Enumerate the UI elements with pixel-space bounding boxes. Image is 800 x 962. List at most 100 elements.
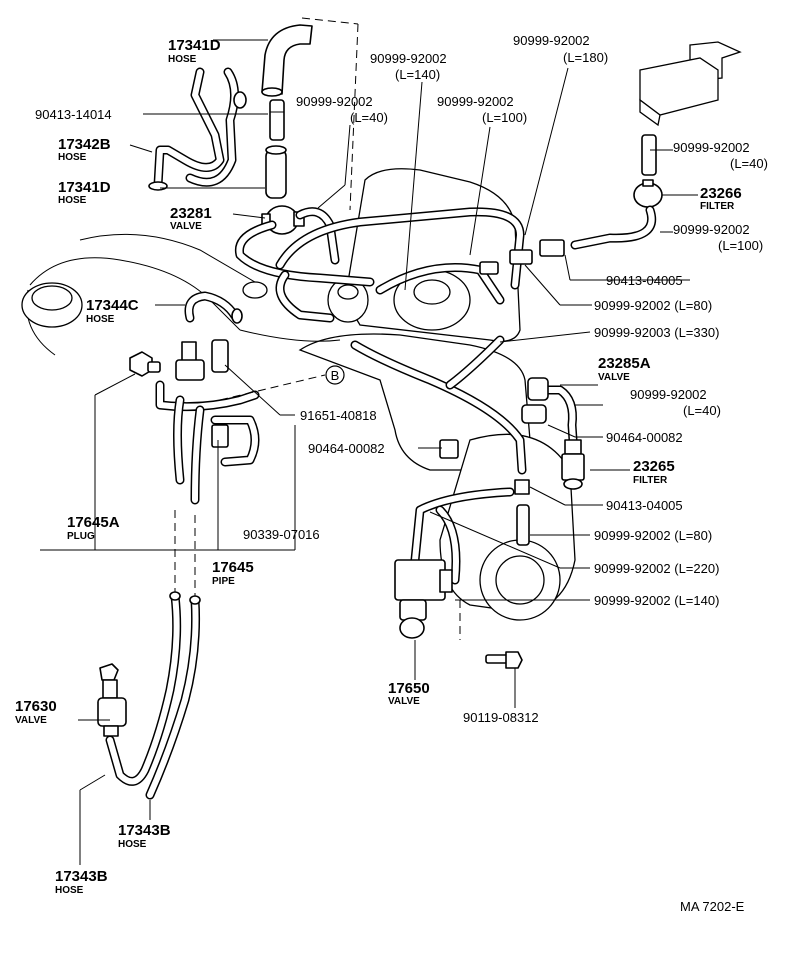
label-23266: 23266 FILTER [700,185,742,212]
label-23281: 23281 VALVE [170,205,212,232]
label-17343B-a: 17343B HOSE [118,822,171,850]
label-91651-40818: 91651-40818 [300,408,377,423]
label-90119-08312: 90119-08312 [463,710,539,725]
part-spec: (L=40) [350,110,388,125]
part-number: 17645 [212,559,254,576]
tee-90413-04005-lower [514,479,530,546]
part-name: HOSE [55,885,84,896]
part-number: 17341D [168,37,221,54]
part-name: VALVE [170,221,202,232]
part-number: 23281 [170,205,212,222]
part-spec: (L=180) [563,50,608,65]
fitting-90413-14014 [269,99,285,141]
part-number: 17645A [67,514,120,531]
label-17630: 17630 VALVE [15,698,57,726]
clamp-90464-00082-left [439,439,459,459]
filter-23266 [633,134,663,208]
valve-17630 [97,663,127,737]
part-spec: (L=40) [683,403,721,418]
part-number: 17343B [118,822,171,839]
engine-outline [21,168,576,621]
label-17342B: 17342B HOSE [58,136,111,163]
hose-17342B [148,67,247,191]
part-number: 90999-92002 [630,387,707,402]
label-23285A: 23285A VALVE [598,355,651,383]
leader-lines [40,39,698,865]
part-number: 23285A [598,355,651,372]
part-name: HOSE [58,152,87,163]
part-name: VALVE [15,715,47,726]
label-17341D-mid: 17341D HOSE [58,179,111,206]
label-90999-92002-L100-top: 90999-92002 (L=100) [437,94,527,125]
label-90339-07016: 90339-07016 [243,527,320,542]
label-90413-04005-lower: 90413-04005 [606,498,683,513]
label-17650: 17650 VALVE [388,680,430,707]
part-name: PIPE [212,576,235,587]
part-spec: (L=140) [395,67,440,82]
part-name: HOSE [86,314,115,325]
bolt-90119-08312 [485,651,523,669]
label-17341D-top: 17341D HOSE [168,37,221,65]
reference-code: MA 7202-E [680,899,745,914]
part-spec: (L=40) [730,156,768,171]
part-number: 90999-92002 [513,33,590,48]
part-name: FILTER [700,201,735,212]
part-number: 23266 [700,185,742,202]
label-90999-92002-L40-top: 90999-92002 (L=40) [296,94,388,125]
label-90999-92002-L140-top: 90999-92002 (L=140) [370,51,447,82]
label-90413-14014: 90413-14014 [35,107,112,122]
circle-marker-b: B [325,365,345,385]
circle-marker-label: B [331,368,340,383]
part-name: VALVE [598,372,630,383]
bracket [639,41,742,127]
part-number: 17343B [55,868,108,885]
label-23265: 23265 FILTER [633,458,675,486]
filter-23265 [561,439,585,490]
part-name: HOSE [118,839,147,850]
part-number: 17344C [86,297,139,314]
part-name: FILTER [633,475,668,486]
valve-17650 [394,559,453,639]
label-90999-92002-L220: 90999-92002 (L=220) [594,561,719,576]
hose-17343B [105,591,201,800]
label-90999-92002-L40-right: 90999-92002 (L=40) [673,140,768,171]
label-17645: 17645 PIPE [212,559,254,587]
part-number: 17341D [58,179,111,196]
plug-17645A [129,351,161,377]
pipe-assembly-17645 [155,339,260,505]
part-number: 90999-92002 [370,51,447,66]
part-number: 90999-92002 [673,140,750,155]
part-number: 90999-92002 [296,94,373,109]
label-17344C: 17344C HOSE [86,297,139,325]
label-90464-00082-left: 90464-00082 [308,441,385,456]
label-90999-92003-L330: 90999-92003 (L=330) [594,325,719,340]
part-spec: (L=100) [482,110,527,125]
label-90999-92002-L140-lower: 90999-92002 (L=140) [594,593,719,608]
label-17645A: 17645A PLUG [67,514,120,542]
label-90999-92002-L180: 90999-92002 (L=180) [513,33,608,65]
part-name: PLUG [67,531,95,542]
part-name: VALVE [388,696,420,707]
label-90999-92002-L80-upper: 90999-92002 (L=80) [594,298,712,313]
part-number: 23265 [633,458,675,475]
part-number: 90999-92002 [437,94,514,109]
label-90999-92002-L80-lower: 90999-92002 (L=80) [594,528,712,543]
hose-17341D-mid [265,145,287,199]
label-90999-92002-L40-mid: 90999-92002 (L=40) [630,387,721,418]
hose-17341D-top [261,24,313,97]
part-name: HOSE [168,54,197,65]
part-spec: (L=100) [718,238,763,253]
part-number: 17650 [388,680,430,697]
label-90999-92002-L100-right: 90999-92002 (L=100) [673,222,763,253]
part-name: HOSE [58,195,87,206]
label-17343B-b: 17343B HOSE [55,868,108,896]
part-number: 17630 [15,698,57,715]
part-number: 17342B [58,136,111,153]
valve-23285A [521,377,578,445]
label-90464-00082-right: 90464-00082 [606,430,683,445]
hose-17344C [184,291,243,324]
part-number: 90999-92002 [673,222,750,237]
label-90413-04005-upper: 90413-04005 [606,273,683,288]
